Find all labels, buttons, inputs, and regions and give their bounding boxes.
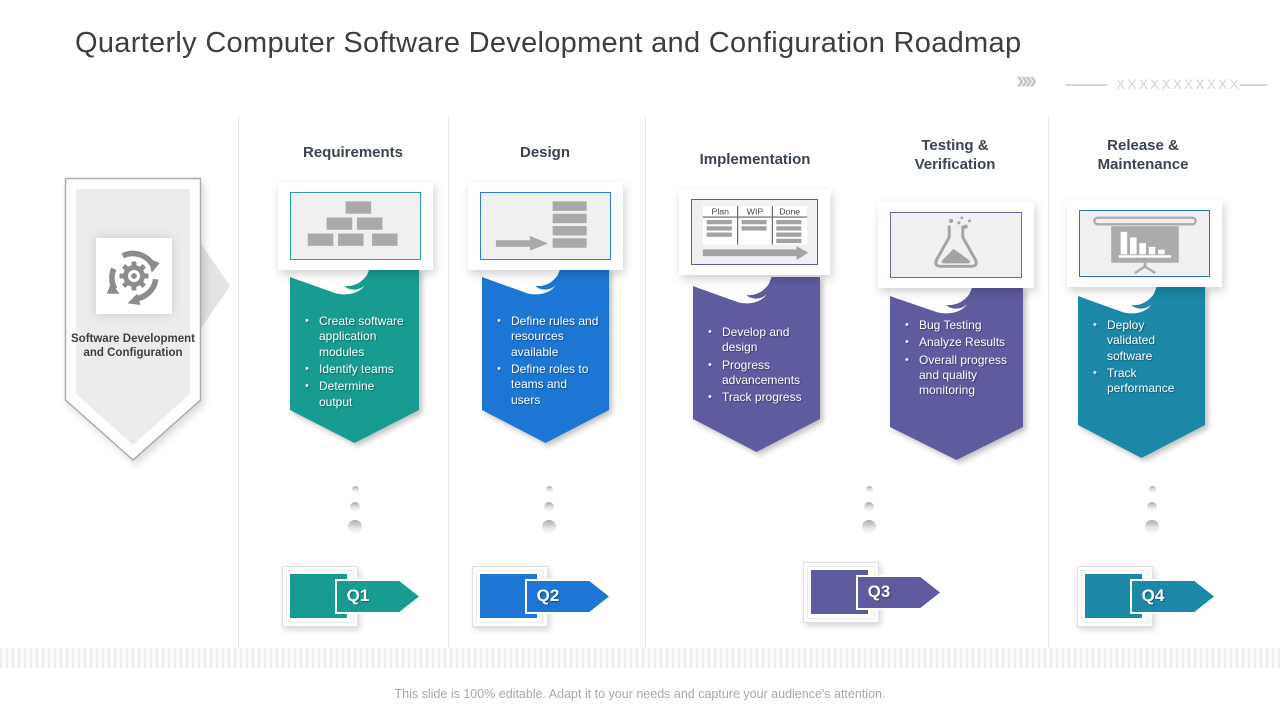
progress-dots [347,486,363,534]
ribbon-curl [290,267,385,295]
svg-text:Plan: Plan [711,207,729,217]
presentation-chart-icon [1092,216,1197,274]
phase-bullet: Create software application modules [304,314,409,360]
phase-bullet: Analyze Results [904,335,1013,350]
ribbon-curl [1078,286,1172,314]
phase-ribbon-requirements: Create software application modules Iden… [290,268,419,443]
phase-bullet: Determine output [304,379,409,410]
phase-title-testing: Testing & Verification [914,137,996,173]
quarter-marker-q4: Q4 [1077,566,1219,632]
phase-title-requirements: Requirements [302,144,404,161]
slide-title: Quarterly Computer Software Development … [75,27,1022,59]
phase-title-design: Design [519,144,570,161]
quarter-arrow [335,579,421,614]
placeholder-text: XXXXXXXXXXX [1116,76,1241,92]
chevrons-decoration-icon: ›››› [1016,66,1037,94]
phase-bullet: Overall progress and quality monitoring [904,353,1013,399]
phase-bullet: Track progress [707,390,810,405]
phase-ribbon-release: Deploy validated software Track performa… [1078,287,1205,458]
ribbon-curl [890,286,988,314]
phase-bullet: Bug Testing [904,318,1013,333]
ribbon-curl [482,267,576,295]
column-divider [645,116,646,668]
quarter-arrow [856,575,942,610]
phase-icon-card [1067,200,1222,287]
column-divider [448,116,449,668]
phase-bullet: Define roles to teams and users [496,362,599,408]
source-label: Software Development and Configuration [71,333,195,359]
source-icon-card [96,238,172,314]
quarter-marker-q1: Q1 [282,566,424,632]
decor-dash-right [1240,84,1268,86]
quarter-marker-q2: Q2 [472,566,614,632]
cycle-gear-icon [106,250,160,305]
phase-ribbon-testing: Bug Testing Analyze Results Overall prog… [890,287,1023,460]
texture-strip [0,648,1280,668]
phase-bullet: Develop and design [707,325,810,356]
flow-arrow-stack-icon [495,201,587,251]
quarter-label: Q3 [867,582,891,601]
quarter-label: Q4 [1141,586,1165,605]
quarter-arrow [1130,579,1216,614]
progress-dots [1144,486,1160,534]
org-blocks-icon [307,201,398,246]
phase-title-implementation: Implementation [699,151,811,168]
phase-title-release: Release & Maintenance [1097,137,1189,173]
column-divider [238,116,239,668]
phase-icon-card [278,182,433,270]
ribbon-curl [693,276,787,304]
source-banner [64,177,202,462]
phase-ribbon-implementation: Develop and design Progress advancements… [693,277,820,452]
phase-bullet: Identify teams [304,362,409,377]
phase-ribbon-design: Define rules and resources available Def… [482,268,609,443]
svg-text:Done: Done [779,207,800,217]
quarter-marker-q3: Q3 [803,562,945,628]
phase-bullet: Progress advancements [707,358,810,389]
quarter-label: Q1 [346,586,370,605]
progress-dots [861,486,877,534]
phase-bullet: Deploy validated software [1092,318,1195,364]
progress-dots [541,486,557,534]
column-divider [1048,116,1049,668]
phase-bullet: Define rules and resources available [496,314,599,360]
decor-dash-left [1066,84,1108,86]
flask-icon [934,216,978,268]
phase-icon-card [878,202,1034,288]
phase-icon-card: Plan WIP Done [679,189,830,275]
svg-text:WIP: WIP [746,207,763,217]
quarter-arrow [525,579,611,614]
kanban-board-icon: Plan WIP Done [702,205,808,260]
editability-note: This slide is 100% editable. Adapt it to… [394,687,886,701]
phase-icon-card [468,182,623,270]
quarter-label: Q2 [536,586,560,605]
phase-bullet: Track performance [1092,366,1195,397]
